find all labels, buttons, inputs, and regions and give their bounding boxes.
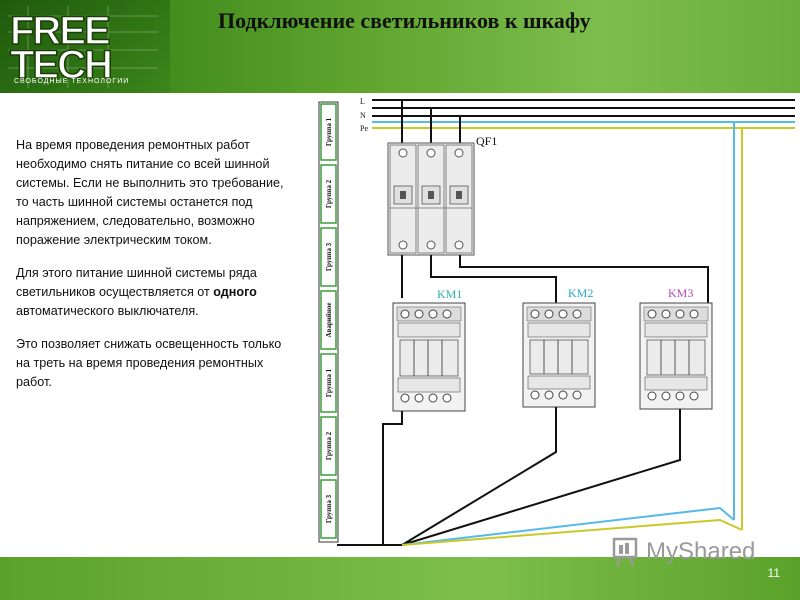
strip-label: Аварийное xyxy=(325,303,333,338)
paragraph-2-start: Для этого питание шинной системы ряда св… xyxy=(16,266,257,299)
paragraph-1: На время проведения ремонтных работ необ… xyxy=(16,138,284,247)
logo-free-text: FREE xyxy=(10,9,110,53)
paragraph-2: Для этого питание шинной системы ряда св… xyxy=(16,264,296,321)
strip-segment: Группа 3 xyxy=(320,227,337,287)
header-logo-panel xyxy=(0,0,170,93)
contactor-label: KM3 xyxy=(668,286,693,300)
description-text: На время проведения ремонтных работ необ… xyxy=(16,136,296,406)
logo-tagline: СВОБОДНЫЕ ТЕХНОЛОГИИ xyxy=(14,78,130,85)
return-wires xyxy=(733,122,743,530)
breaker-feed-wires xyxy=(401,100,461,143)
contactor-label: KM2 xyxy=(568,286,593,300)
strip-label: Группа 2 xyxy=(325,431,333,460)
page-number: 11 xyxy=(767,566,780,580)
contactor-km3: KM3 xyxy=(639,286,713,410)
contactor-km1: KM1 xyxy=(392,287,466,412)
strip-segment: Группа 2 xyxy=(320,164,337,224)
paragraph-3: Это позволяет снижать освещенность тольк… xyxy=(16,337,282,389)
breaker-label: QF1 xyxy=(476,134,497,148)
bus-bars: L N Pe xyxy=(360,97,795,133)
contactor-km2: KM2 xyxy=(522,286,596,408)
bus-label-pe: Pe xyxy=(360,124,368,133)
strip-label: Группа 3 xyxy=(325,494,333,523)
group-strip: Группа 1 Группа 2 Группа 3 Аварийное Гру… xyxy=(318,101,339,543)
footer-bar xyxy=(0,557,800,600)
strip-segment: Группа 2 xyxy=(320,416,337,476)
myshared-watermark: MyShared xyxy=(608,536,778,570)
strip-segment: Аварийное xyxy=(320,290,337,350)
contactor-label: KM1 xyxy=(437,287,462,301)
phase-wires xyxy=(401,255,709,303)
strip-label: Группа 1 xyxy=(325,117,333,146)
freetech-logo: FREE TECH xyxy=(8,6,158,88)
page-title: Подключение светильников к шкафу xyxy=(218,8,591,33)
presentation-icon xyxy=(612,537,638,567)
strip-label: Группа 1 xyxy=(325,368,333,397)
breaker-qf1: QF1 xyxy=(387,134,497,256)
bus-label-l: L xyxy=(360,97,365,106)
strip-segment: Группа 1 xyxy=(320,103,337,161)
strip-segment: Группа 1 xyxy=(320,353,337,413)
strip-label: Группа 3 xyxy=(325,242,333,271)
paragraph-2-bold: одного xyxy=(213,285,257,299)
bus-label-n: N xyxy=(360,111,366,120)
strip-label: Группа 2 xyxy=(325,179,333,208)
paragraph-2-end: автоматического выключателя. xyxy=(16,304,199,318)
strip-segment: Группа 3 xyxy=(320,479,337,539)
watermark-text: MyShared xyxy=(646,538,756,565)
output-wires xyxy=(337,407,743,546)
logo-tech-text: TECH xyxy=(10,43,111,87)
